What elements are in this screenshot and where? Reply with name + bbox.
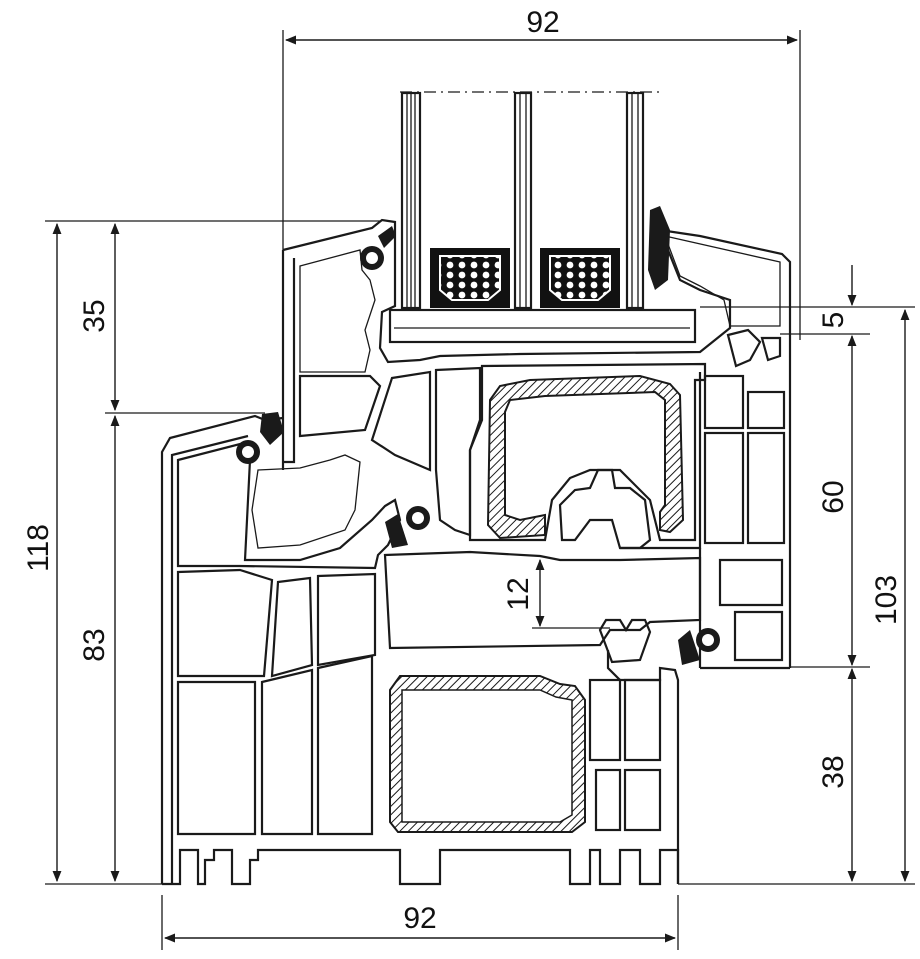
dim-bottom-width: 92	[403, 902, 436, 935]
dim-top-width: 92	[526, 6, 559, 39]
dim-left-total: 118	[22, 524, 55, 572]
frame-profile	[160, 412, 790, 886]
triple-glazing	[388, 91, 697, 344]
dim-right-gap: 5	[817, 312, 850, 329]
dim-right-lower: 38	[817, 755, 850, 788]
dim-right-mid: 60	[817, 480, 850, 513]
dimension-labels: 92 92 118 35 83 5 60 103 38 12	[22, 6, 903, 935]
dim-right-total: 103	[870, 575, 903, 625]
dim-left-upper: 35	[78, 299, 111, 332]
sash-profile	[281, 206, 792, 668]
dim-inner-offset: 12	[502, 577, 535, 610]
dimension-lines	[45, 30, 915, 950]
dim-left-lower: 83	[78, 628, 111, 661]
